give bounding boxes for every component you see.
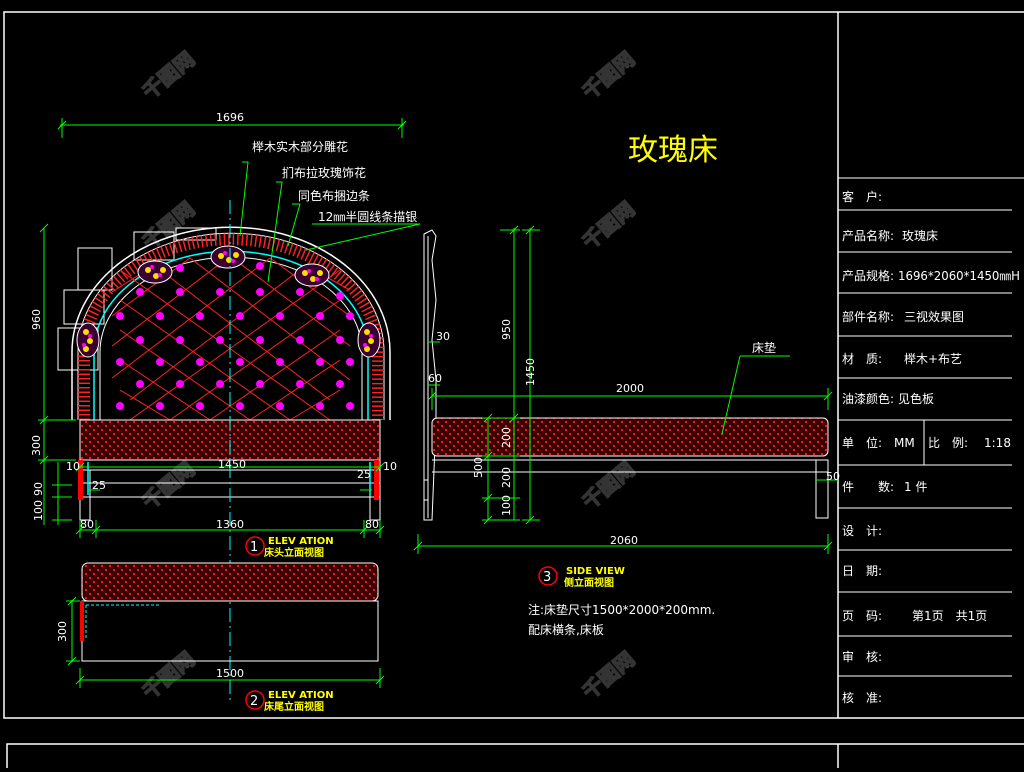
title-block: 客 户: 产品名称: 玫瑰床 产品规格: 1696*2060*1450㎜H 部件… (842, 189, 1020, 705)
headboard-elevation-view (57, 200, 391, 700)
view-cn-1: 床头立面视图 (264, 546, 324, 559)
dim-25-left: 25 (92, 479, 106, 492)
dim-side-950: 950 (500, 319, 513, 340)
watermark: 千图网 (578, 47, 639, 104)
watermark: 千图网 (138, 647, 199, 704)
product-spec-label: 产品规格: (842, 268, 894, 283)
watermark: 千图网 (138, 47, 199, 104)
watermark: 千图网 (578, 197, 639, 254)
dim-side-200-frame: 200 (500, 467, 513, 488)
annotation-rose-flower: 扪布拉玫瑰饰花 (282, 165, 366, 180)
scale-label: 比 例: (928, 436, 968, 450)
dim-side-2000: 2000 (616, 382, 644, 395)
reviewer-label: 审 核: (842, 649, 882, 664)
dim-side-1450: 1450 (524, 358, 537, 386)
date-label: 日 期: (842, 564, 882, 578)
dim-side-60: 60 (428, 372, 442, 385)
scale-value: 1:18 (984, 436, 1011, 450)
view-en-2: ELEV ATION (268, 690, 334, 701)
dim-headboard-height: 960 (30, 309, 43, 330)
material-label: 材 质: (842, 352, 882, 366)
view-label-1: 1 ELEV ATION 床头立面视图 (245, 536, 334, 559)
material-value: 榉木+布艺 (904, 352, 962, 366)
view-label-2: 2 ELEV ATION 床尾立面视图 (245, 690, 334, 713)
view-number-3: 3 (543, 570, 551, 585)
dim-side-30: 30 (436, 330, 450, 343)
dim-base-height: 300 (30, 435, 43, 456)
page-value: 第1页 共1页 (912, 609, 987, 623)
annotations: 榉木实木部分雕花 扪布拉玫瑰饰花 同色布捆边条 12㎜半圆线条描银 床垫 注:床… (252, 139, 776, 637)
dim-10-right: 10 (383, 460, 397, 473)
view-en-3: SIDE VIEW (566, 566, 625, 577)
dim-side-200-mattress: 200 (500, 427, 513, 448)
watermark: 千图网 (578, 647, 639, 704)
dim-side-100: 100 (500, 495, 513, 516)
unit-label: 单 位: (842, 435, 882, 450)
dimension-labels: 1696 960 300 10 1450 10 25 25 90 100 80 … (30, 111, 840, 680)
view-cn-3: 侧立面视图 (564, 576, 614, 589)
view-number-1: 1 (250, 540, 258, 555)
approver-label: 核 准: (842, 691, 882, 705)
annotation-carving: 榉木实木部分雕花 (252, 139, 348, 154)
part-name-value: 三视效果图 (904, 309, 964, 324)
dim-side-500: 500 (472, 457, 485, 478)
leader-lines (239, 161, 790, 435)
title-block-grid (838, 177, 1024, 677)
part-name-label: 部件名称: (842, 309, 894, 324)
footboard-elevation-view (80, 562, 379, 662)
tufting-pattern (111, 255, 351, 421)
designer-label: 设 计: (842, 524, 882, 538)
dim-footboard-width: 1500 (216, 667, 244, 680)
view-number-2: 2 (250, 694, 258, 709)
quantity-label: 件 数: (842, 479, 894, 494)
view-label-3: 3 SIDE VIEW 侧立面视图 (538, 566, 625, 589)
dimension-lines (38, 118, 838, 688)
unit-value: MM (894, 436, 915, 450)
product-spec-value: 1696*2060*1450㎜H (898, 269, 1020, 283)
page-label: 页 码: (842, 609, 882, 623)
dim-headboard-width: 1696 (216, 111, 244, 124)
drawing-frame (3, 11, 1024, 772)
dim-100: 100 (32, 500, 45, 521)
watermark: 千图网 (138, 457, 199, 514)
dim-80-left: 80 (80, 518, 94, 531)
note-line-1: 注:床垫尺寸1500*2000*200mm. (528, 602, 715, 617)
dim-1450-width: 1450 (218, 458, 246, 471)
dim-10-left: 10 (66, 460, 80, 473)
annotation-round-strip: 12㎜半圆线条描银 (318, 210, 417, 224)
annotation-mattress: 床垫 (752, 340, 776, 355)
paint-color-value: 见色板 (898, 392, 934, 406)
product-name-label: 产品名称: (842, 228, 894, 243)
dim-side-2060: 2060 (610, 534, 638, 547)
dim-1360-width: 1360 (216, 518, 244, 531)
client-label: 客 户: (842, 189, 882, 204)
quantity-value: 1 件 (904, 480, 927, 494)
paint-color-label: 油漆颜色: (842, 391, 894, 406)
annotation-edge-strip: 同色布捆边条 (298, 189, 370, 203)
dim-25-right: 25 (357, 468, 371, 481)
drawing-title: 玫瑰床 (628, 133, 718, 168)
view-en-1: ELEV ATION (268, 536, 334, 547)
dim-side-50: 50 (826, 470, 840, 483)
dim-80-right: 80 (365, 518, 379, 531)
view-cn-2: 床尾立面视图 (264, 700, 324, 713)
note-line-2: 配床横条,床板 (528, 623, 604, 637)
product-name-value: 玫瑰床 (902, 228, 938, 243)
dim-footboard-height: 300 (56, 621, 69, 642)
watermark: 千图网 (578, 457, 639, 514)
dim-90: 90 (32, 482, 45, 496)
side-elevation-view (423, 229, 829, 521)
